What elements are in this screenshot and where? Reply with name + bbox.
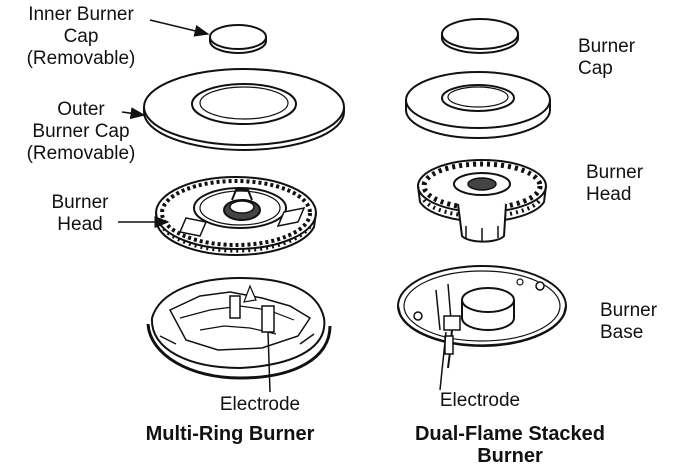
dual-flame-burner-head [417, 159, 547, 243]
inner-cap-leader [149, 19, 210, 37]
dual-flame-inner-cap [441, 18, 519, 54]
inner-burner-cap-label: Inner Burner Cap (Removable) [26, 4, 136, 69]
outer-cap-leader [121, 107, 146, 120]
multi-ring-burner-head [155, 176, 317, 256]
right-electrode-label: Electrode [439, 390, 521, 411]
left-electrode-label: Electrode [219, 394, 301, 415]
right-burner-head-label: Burner Head [586, 162, 644, 205]
inner-burner-cap [209, 24, 267, 54]
dual-flame-stacked-burner-title: Dual-Flame Stacked Burner [414, 423, 606, 467]
dual-flame-burner-base [397, 265, 567, 369]
dual-flame-burner-cap [405, 71, 551, 139]
right-electrode-leader [439, 331, 447, 391]
left-electrode-leader [267, 331, 271, 393]
multi-ring-burner-base [146, 276, 332, 380]
outer-burner-cap [143, 68, 345, 151]
left-burner-head-label: Burner Head [51, 192, 109, 235]
burner-cap-label: Burner Cap [578, 36, 636, 79]
burner-base-label: Burner Base [600, 300, 658, 343]
multi-ring-burner-title: Multi-Ring Burner [145, 423, 315, 445]
outer-burner-cap-label: Outer Burner Cap (Removable) [26, 99, 136, 164]
